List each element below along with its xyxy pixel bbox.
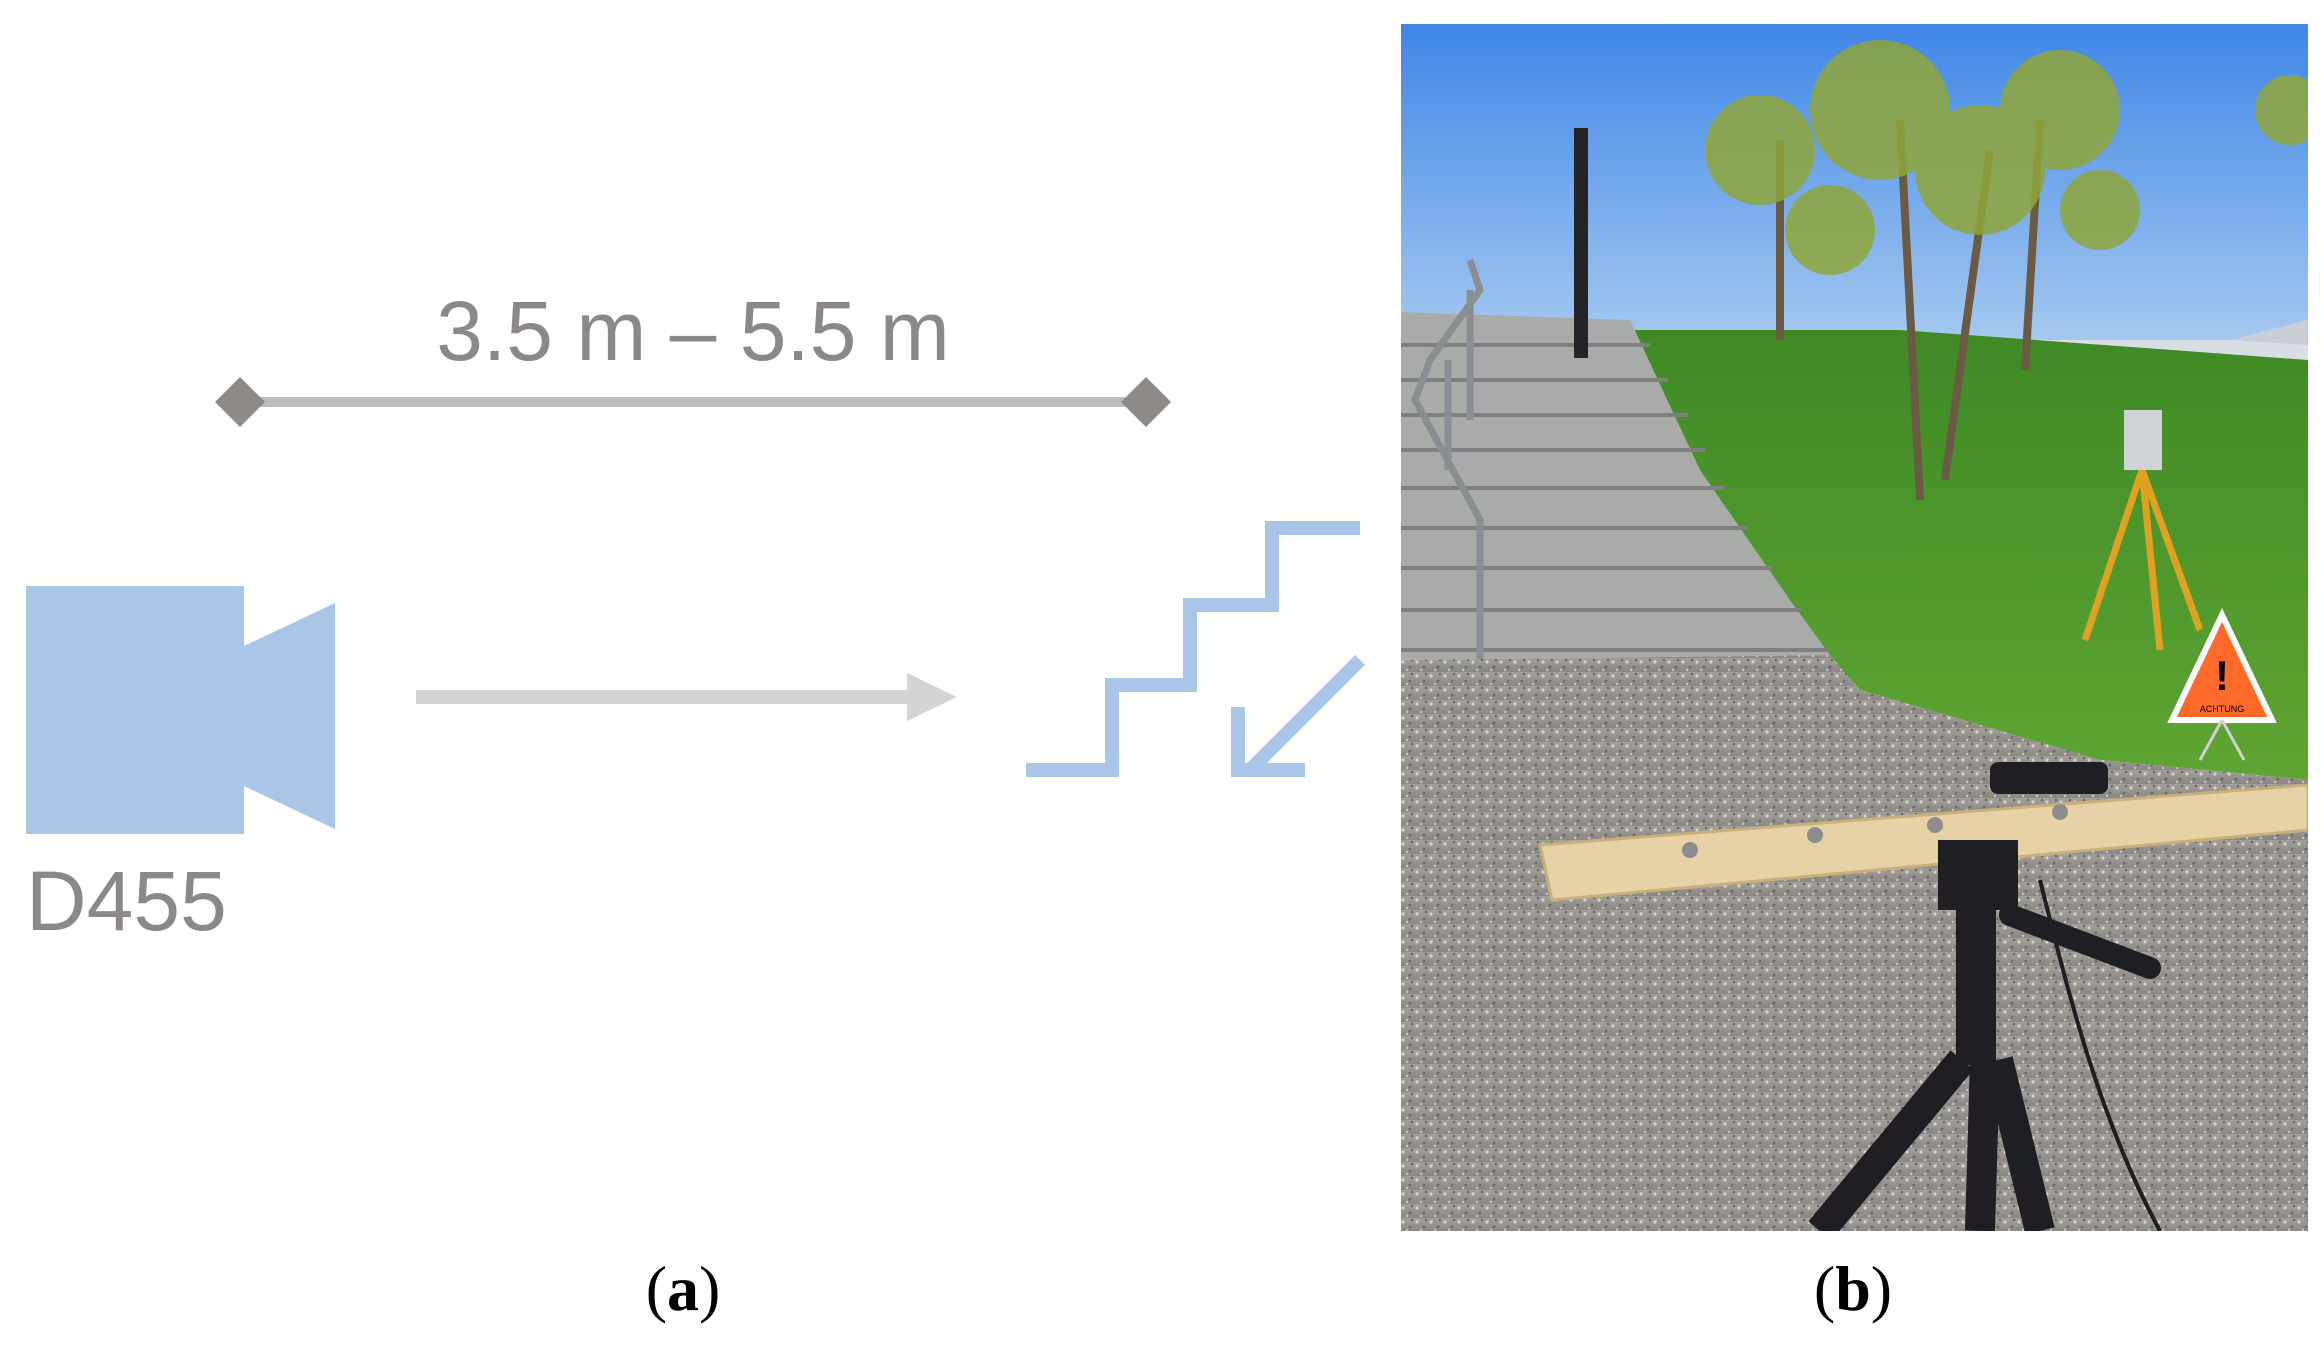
camera-label: D455 [26,854,227,948]
range-start-diamond [215,377,265,427]
range-indicator: 3.5 m – 5.5 m [215,284,1171,427]
arrow-right-icon [416,673,957,721]
outdoor-stairs-setup-photo: ! ACHTUNG [1401,24,2308,1231]
panel-a: 3.5 m – 5.5 m D455 [26,284,1365,948]
video-camera-icon [26,586,335,834]
svg-text:!: ! [2215,652,2229,699]
range-label: 3.5 m – 5.5 m [436,284,950,378]
warning-sign: ! ACHTUNG [2167,608,2277,761]
stairs-down-icon [1026,521,1365,777]
caption-b: (b) [1814,1253,1892,1324]
range-end-diamond [1121,377,1171,427]
sign-text: ACHTUNG [2200,704,2245,714]
caption-a: (a) [646,1253,721,1324]
